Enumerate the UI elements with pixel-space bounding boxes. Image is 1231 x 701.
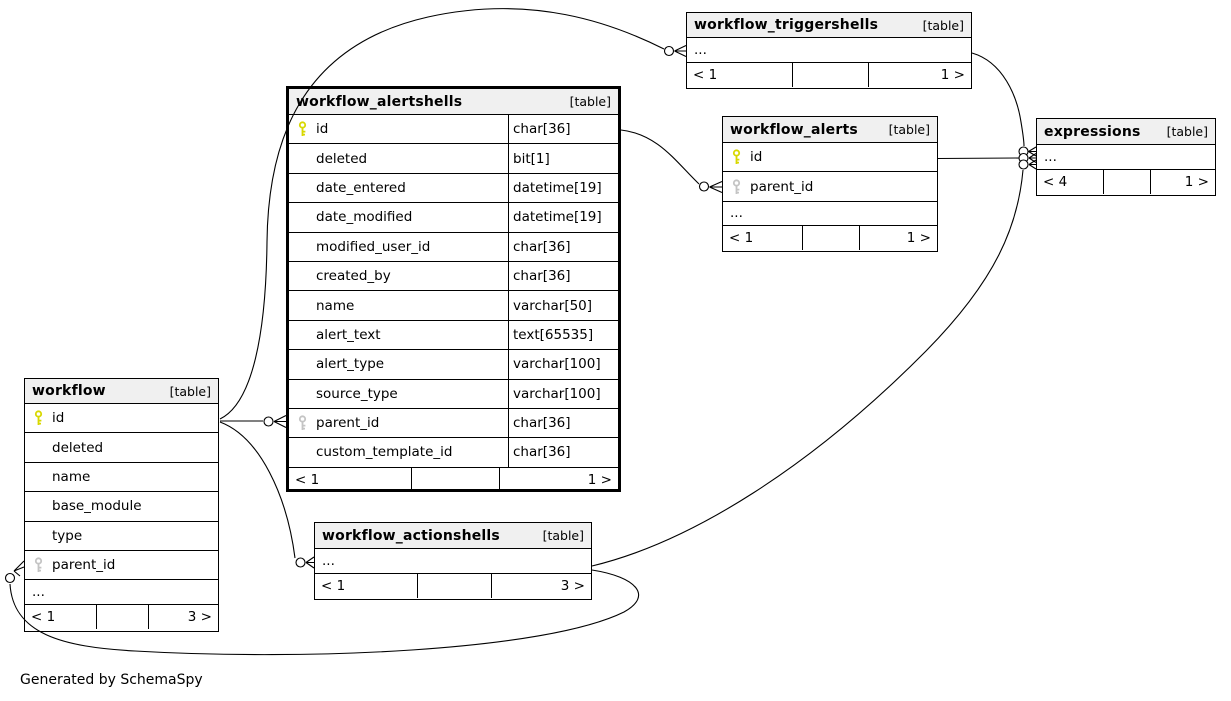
column-row: deleted <box>25 433 218 463</box>
degree-left: < 1 <box>693 67 718 83</box>
column-row: date_modified datetime[19] <box>289 203 618 233</box>
column-row: source_type varchar[100] <box>289 379 618 409</box>
degree-footer: < 1 1 > <box>289 467 618 492</box>
table-tag: [table] <box>1166 124 1208 139</box>
column-row: type <box>25 522 218 551</box>
connector-alertshells-parent-id <box>263 415 287 428</box>
degree-footer: < 4 1 > <box>1037 170 1215 194</box>
primary-key-icon <box>25 410 52 426</box>
degree-footer: < 1 3 > <box>25 605 218 630</box>
table-expressions[interactable]: expressions [table] ... < 4 1 > <box>1036 118 1216 196</box>
column-row: deleted bit[1] <box>289 144 618 174</box>
table-header[interactable]: workflow_actionshells [table] <box>315 523 591 549</box>
column-row: id <box>723 143 937 173</box>
hidden-columns-row: ... <box>687 38 971 63</box>
connector-expressions-top <box>1018 146 1037 157</box>
table-header[interactable]: workflow_triggershells [table] <box>687 13 971 38</box>
degree-right: 1 > <box>1184 174 1209 190</box>
degree-middle <box>792 63 869 87</box>
column-row: parent_id char[36] <box>289 408 618 439</box>
table-title: workflow_alerts <box>730 121 858 138</box>
table-tag: [table] <box>569 94 611 109</box>
column-row: name varchar[50] <box>289 291 618 321</box>
foreign-key-icon <box>25 557 52 573</box>
degree-right: 3 > <box>560 578 585 594</box>
edge-workflow-to-actionshells <box>219 421 296 559</box>
connector-triggershells <box>663 45 687 57</box>
table-title: expressions <box>1044 123 1141 140</box>
degree-left: < 1 <box>321 578 346 594</box>
table-workflow-triggershells[interactable]: workflow_triggershells [table] ... < 1 1… <box>686 12 972 89</box>
column-row: parent_id <box>25 551 218 581</box>
table-header[interactable]: workflow_alerts [table] <box>723 117 937 143</box>
column-row: date_entered datetime[19] <box>289 173 618 204</box>
degree-left: < 4 <box>1043 174 1068 190</box>
connector-workflow-parent-id <box>4 560 25 584</box>
connector-alerts-parent-id <box>698 180 723 194</box>
column-row: base_module <box>25 492 218 522</box>
table-tag: [table] <box>542 528 584 543</box>
hidden-columns-row: ... <box>723 202 937 226</box>
connector-expressions-bottom <box>1018 159 1037 170</box>
degree-right: 1 > <box>940 67 965 83</box>
degree-middle <box>802 225 860 250</box>
column-row: modified_user_id char[36] <box>289 232 618 262</box>
connector-expressions-middle <box>1018 152 1037 164</box>
column-row: alert_type varchar[100] <box>289 350 618 380</box>
edge-triggershells-to-expressions <box>971 52 1025 147</box>
hidden-columns-row: ... <box>315 549 591 574</box>
degree-middle <box>417 574 492 598</box>
degree-footer: < 1 1 > <box>723 225 937 250</box>
degree-right: 3 > <box>187 609 212 626</box>
hidden-columns-row: ... <box>25 580 218 606</box>
degree-left: < 1 <box>729 229 754 246</box>
column-row: custom_template_id char[36] <box>289 438 618 468</box>
degree-middle <box>410 467 500 492</box>
column-row: name <box>25 463 218 493</box>
table-workflow-actionshells[interactable]: workflow_actionshells [table] ... < 1 3 … <box>314 522 592 600</box>
table-header[interactable]: workflow_alertshells [table] <box>289 89 618 115</box>
edge-alerts-to-expressions <box>937 157 1020 160</box>
table-workflow[interactable]: workflow [table] id deleted name base_mo… <box>24 378 219 632</box>
table-title: workflow_alertshells <box>296 93 463 110</box>
column-row: created_by char[36] <box>289 261 618 292</box>
table-title: workflow_triggershells <box>694 17 879 33</box>
foreign-key-icon <box>723 178 750 195</box>
column-row: id <box>25 404 218 434</box>
primary-key-icon <box>723 149 750 165</box>
table-tag: [table] <box>922 17 964 33</box>
table-title: workflow_actionshells <box>322 527 500 544</box>
table-header[interactable]: expressions [table] <box>1037 119 1215 145</box>
foreign-key-icon <box>289 415 316 431</box>
edge-alertshells-to-alerts <box>620 129 700 185</box>
generated-by-note: Generated by SchemaSpy <box>20 672 203 688</box>
degree-left: < 1 <box>295 471 320 488</box>
degree-left: < 1 <box>31 609 56 626</box>
degree-footer: < 1 3 > <box>315 574 591 598</box>
degree-footer: < 1 1 > <box>687 63 971 87</box>
column-row: alert_text text[65535] <box>289 320 618 351</box>
degree-middle <box>1102 170 1151 194</box>
hidden-columns-row: ... <box>1037 145 1215 170</box>
table-tag: [table] <box>888 122 930 137</box>
column-row: parent_id <box>723 172 937 202</box>
table-workflow-alertshells[interactable]: workflow_alertshells [table] id char[36]… <box>286 86 621 492</box>
degree-right: 1 > <box>906 229 931 246</box>
primary-key-icon <box>289 121 316 137</box>
degree-right: 1 > <box>587 471 612 488</box>
table-tag: [table] <box>169 383 211 399</box>
connector-actionshells <box>295 556 315 569</box>
table-workflow-alerts[interactable]: workflow_alerts [table] id parent_id ...… <box>722 116 938 252</box>
column-row: id char[36] <box>289 115 618 145</box>
degree-middle <box>96 605 149 630</box>
table-header[interactable]: workflow [table] <box>25 379 218 404</box>
table-title: workflow <box>32 383 106 399</box>
